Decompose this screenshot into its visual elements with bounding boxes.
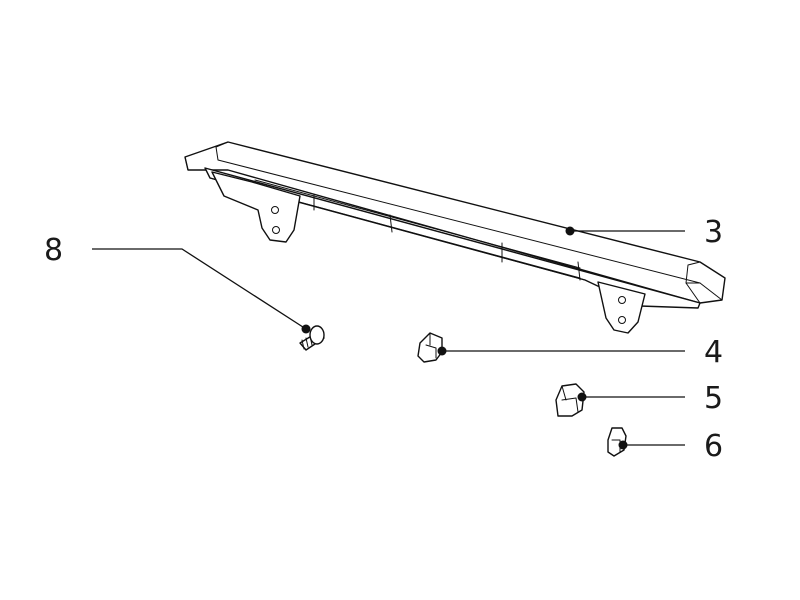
leader-3 — [565, 226, 685, 236]
callout-3: 3 — [704, 215, 723, 250]
callout-4: 4 — [704, 335, 723, 370]
leader-8 — [92, 248, 311, 334]
callout-5: 5 — [704, 381, 723, 416]
callout-8: 8 — [44, 233, 63, 268]
leader-4 — [437, 346, 685, 356]
part-rail — [184, 141, 726, 334]
part-clip-4 — [417, 332, 443, 363]
leader-5 — [577, 392, 685, 402]
part-screw — [299, 325, 325, 351]
callout-6: 6 — [704, 429, 723, 464]
leader-6 — [618, 440, 685, 450]
